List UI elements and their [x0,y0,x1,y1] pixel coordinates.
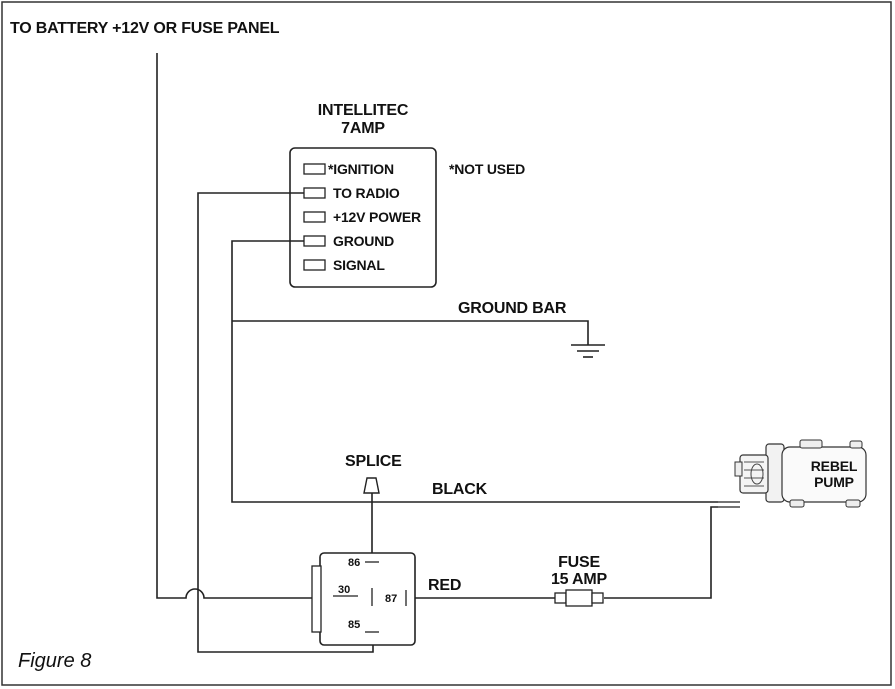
relay-pin-87: 87 [385,593,397,605]
black-wire-label: BLACK [432,481,488,498]
pump-icon [718,439,867,508]
ground-symbol-icon [571,344,605,358]
terminal-label: SIGNAL [333,257,385,273]
relay: 86 30 87 85 [311,552,416,646]
red-wire-label: RED [428,577,461,594]
ground-bar-label: GROUND BAR [458,300,567,317]
not-used-note: *NOT USED [449,161,525,177]
fuse-label-line1: FUSE [558,554,600,571]
terminal-label: GROUND [333,233,394,249]
splice-label: SPLICE [345,453,402,470]
ground-wire [231,240,718,503]
ground-bar-wire [232,320,589,345]
pump-label-line2: PUMP [814,474,854,490]
pump-label-line1: REBEL [811,458,858,474]
terminal-ignition: *IGNITION [303,161,394,177]
figure-caption: Figure 8 [18,650,91,672]
red-wire-right [604,506,718,599]
controller-title-line1: INTELLITEC [318,102,409,119]
relay-bracket [311,565,322,633]
terminal-signal: SIGNAL [303,257,386,273]
terminal-ground: GROUND [303,233,394,249]
terminal-label: +12V POWER [333,209,421,225]
controller-title-line2: 7AMP [341,120,385,137]
battery-feed-wire [156,53,320,599]
battery-label: TO BATTERY +12V OR FUSE PANEL [10,20,280,37]
splice-connector-icon [363,477,380,494]
terminal-12v-power: +12V POWER [303,209,421,225]
relay-pin-30: 30 [338,584,350,596]
relay-pin-86: 86 [348,557,360,569]
relay-pin-85: 85 [348,619,360,631]
relay-body [319,552,416,646]
terminal-label: *IGNITION [328,161,394,177]
fuse-label-line2: 15 AMP [551,571,608,588]
intellitec-controller [289,147,437,288]
terminal-to-radio: TO RADIO [303,185,400,201]
terminal-label: TO RADIO [333,185,400,201]
fuse-icon [554,589,604,607]
